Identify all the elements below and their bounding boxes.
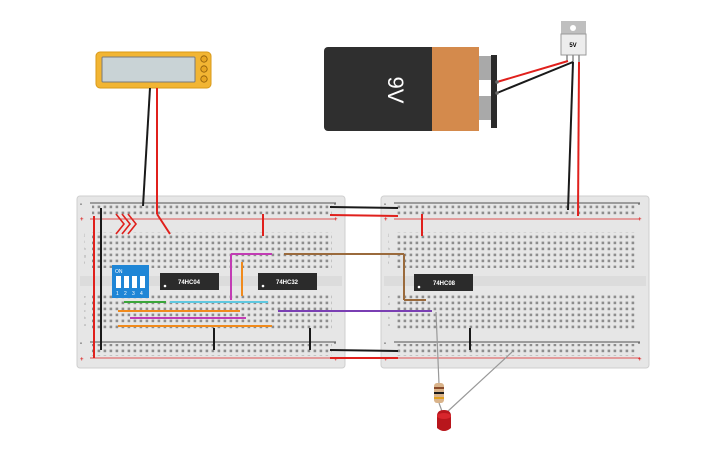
svg-text:e: e: [84, 295, 86, 299]
svg-text:a: a: [388, 323, 390, 327]
svg-text:b: b: [388, 316, 390, 320]
dip-on-label: ON: [115, 269, 123, 275]
regulator-hole-icon: [570, 25, 576, 31]
svg-text:i: i: [388, 240, 389, 244]
svg-text:-: -: [638, 341, 640, 347]
svg-text:f: f: [84, 261, 85, 265]
battery-9v[interactable]: 9V: [324, 47, 497, 131]
svg-text:c: c: [84, 309, 86, 313]
led-red[interactable]: [437, 351, 513, 431]
svg-text:-: -: [384, 341, 386, 347]
svg-text:3: 3: [132, 291, 135, 297]
svg-text:b: b: [84, 316, 86, 320]
multimeter-terminal-icon[interactable]: [200, 55, 208, 63]
svg-text:g: g: [84, 254, 86, 258]
multimeter-probes[interactable]: [142, 87, 171, 235]
svg-text:2: 2: [124, 291, 127, 297]
breadboard-right: - + - + - + - + j i h g f e d c b a: [380, 195, 650, 369]
svg-text:-: -: [384, 202, 386, 208]
svg-text:f: f: [388, 261, 389, 265]
rail-bridge-wires[interactable]: [329, 206, 399, 359]
svg-text:e: e: [388, 295, 390, 299]
multimeter-terminal-icon[interactable]: [200, 75, 208, 83]
svg-text:d: d: [388, 302, 390, 306]
svg-text:d: d: [84, 302, 86, 306]
chip-74hc08[interactable]: 74HC08: [414, 274, 473, 291]
svg-text:+: +: [638, 217, 642, 223]
battery-label: 9V: [383, 77, 408, 104]
svg-text:+: +: [80, 357, 84, 363]
svg-text:i: i: [84, 240, 85, 244]
dip-toggle[interactable]: [124, 276, 129, 288]
svg-text:+: +: [638, 357, 642, 363]
svg-text:-: -: [334, 202, 336, 208]
multimeter[interactable]: [95, 51, 212, 89]
svg-text:-: -: [334, 341, 336, 347]
chip-label: 74HC32: [276, 280, 299, 286]
rail-minus-sign: -: [80, 202, 82, 208]
dip-toggle[interactable]: [116, 276, 121, 288]
chip-74hc32[interactable]: 74HC32: [258, 273, 317, 290]
chip-label: 74HC04: [178, 280, 201, 286]
svg-text:-: -: [80, 341, 82, 347]
svg-text:g: g: [388, 254, 390, 258]
dip-toggle[interactable]: [132, 276, 137, 288]
signal-wires[interactable]: [118, 214, 471, 350]
svg-text:h: h: [84, 247, 86, 251]
chip-74hc04[interactable]: 74HC04: [160, 273, 219, 290]
multimeter-terminal-icon[interactable]: [200, 65, 208, 73]
svg-text:4: 4: [140, 291, 143, 297]
svg-text:1: 1: [116, 291, 119, 297]
svg-text:j: j: [83, 233, 85, 237]
svg-text:a: a: [84, 323, 86, 327]
svg-text:+: +: [334, 217, 338, 223]
regulator-output-wires[interactable]: [567, 61, 580, 217]
regulator-label: 5V: [569, 43, 576, 49]
svg-text:j: j: [387, 233, 389, 237]
battery-regulator-wires[interactable]: [495, 60, 574, 95]
svg-text:+: +: [334, 357, 338, 363]
row-letters-left: j i h g f e d c b a: [83, 233, 86, 327]
dip-toggle[interactable]: [140, 276, 145, 288]
left-rail-wires[interactable]: [93, 208, 311, 358]
chip-label: 74HC08: [433, 281, 456, 287]
rail-plus-sign: +: [80, 217, 84, 223]
svg-text:+: +: [384, 357, 388, 363]
svg-text:+: +: [384, 217, 388, 223]
voltage-regulator[interactable]: 5V: [560, 21, 587, 62]
svg-text:-: -: [638, 202, 640, 208]
svg-text:h: h: [388, 247, 390, 251]
dip-switch[interactable]: ON 1 2 3 4: [112, 265, 149, 298]
